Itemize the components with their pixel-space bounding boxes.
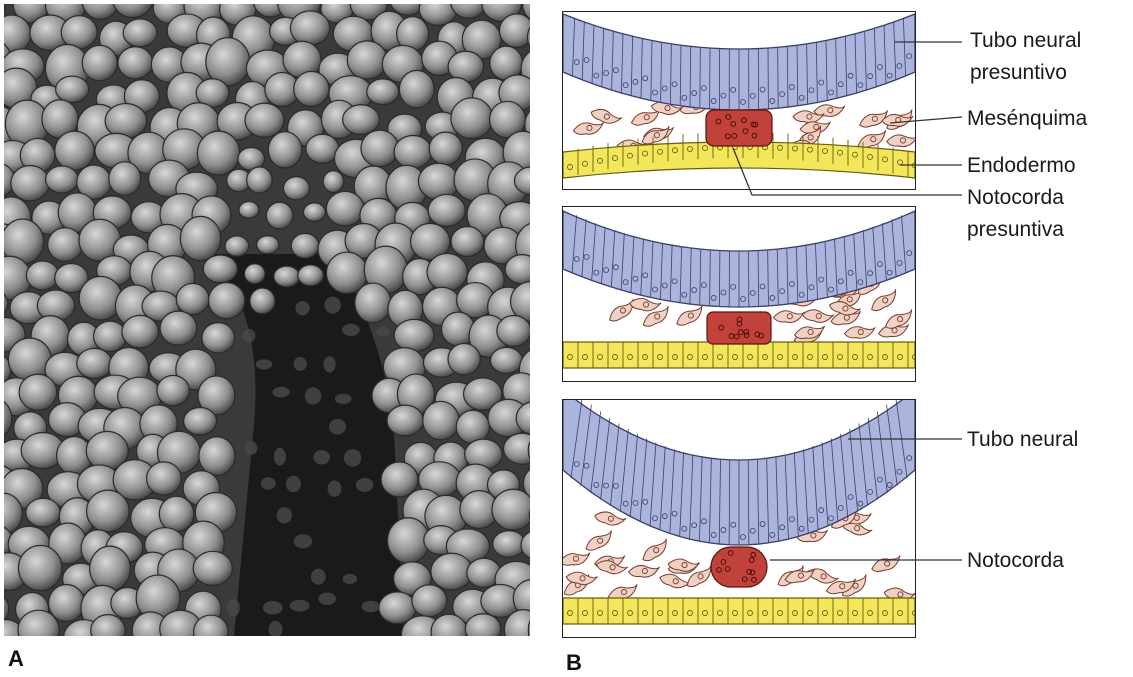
micrograph-image [4,4,530,636]
diagram-stage-1 [562,11,916,190]
label-notocorda-presuntiva-2: presuntiva [967,217,1064,242]
neural-layer [563,14,915,110]
label-notocorda: Notocorda [967,548,1064,573]
endoderm-layer [563,342,915,368]
diagram-stage-2 [562,206,916,382]
label-tubo-neural-presuntivo-2: presuntivo [970,60,1067,85]
panel-label-b: B [566,650,582,676]
label-mesenquima: Mesénquima [967,106,1087,131]
label-tubo-neural: Tubo neural [967,427,1078,452]
notochord [711,547,767,587]
notochord [707,312,771,344]
label-tubo-neural-presuntivo-1: Tubo neural [970,28,1081,53]
endoderm-layer [563,598,915,624]
notochord [706,110,772,146]
label-endodermo: Endodermo [967,153,1076,178]
panel-label-a: A [8,646,24,672]
diagram-stage-3 [562,399,916,638]
label-notocorda-presuntiva-1: Notocorda [967,185,1064,210]
